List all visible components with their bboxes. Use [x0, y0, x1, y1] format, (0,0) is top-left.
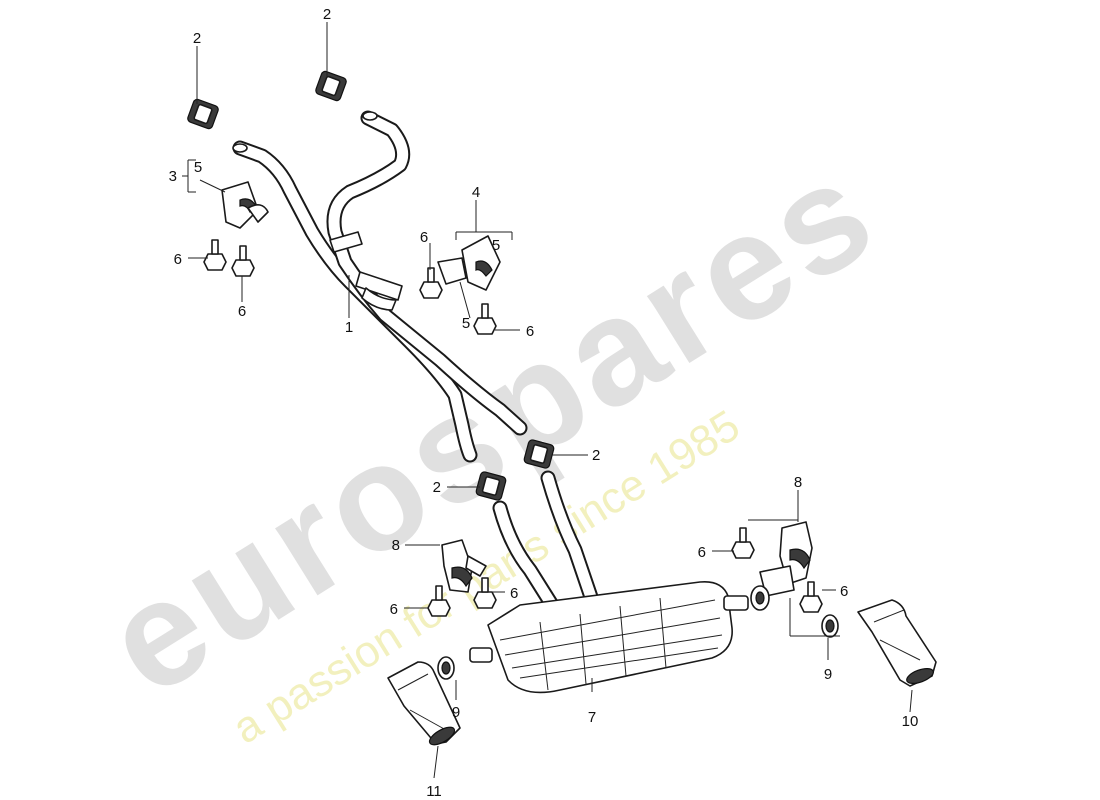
callout-6-left-a: 6	[174, 251, 182, 268]
callout-9-left: 9	[452, 704, 460, 721]
rear-muffler	[469, 580, 749, 694]
clamp-mid-right	[523, 439, 555, 469]
bolt-center-b	[473, 303, 497, 335]
callout-2-top-left: 2	[193, 30, 201, 47]
callout-3: 3	[169, 168, 177, 185]
callout-2-mid-right: 2	[592, 447, 600, 464]
callout-1: 1	[345, 319, 353, 336]
hanger-left-lower	[441, 539, 487, 593]
tailpipe-right	[857, 599, 937, 687]
tailpipe-clamp-right	[821, 614, 839, 638]
callout-2-mid-left: 2	[433, 479, 441, 496]
bolt-right-a	[731, 527, 755, 559]
callout-6-lower-left-b: 6	[510, 585, 518, 602]
clamp-top-left	[187, 98, 219, 130]
callout-7: 7	[588, 709, 596, 726]
callout-5-left: 5	[194, 159, 202, 176]
tailpipe-ring-right	[750, 585, 770, 611]
callout-labels: 2 2 2 2 3 5 6 6 1 4 5 6 5 6 7 8 6 6 6 8 …	[169, 6, 919, 800]
hanger-right	[759, 521, 813, 597]
bolt-left-b	[231, 245, 255, 277]
callout-6-center-b: 6	[526, 323, 534, 340]
hanger-left-top	[221, 181, 269, 229]
bolt-left-a	[203, 239, 227, 271]
clamp-top-right	[315, 70, 347, 102]
callout-6-right-b: 6	[840, 583, 848, 600]
callout-8-left: 8	[392, 537, 400, 554]
callout-2-top-right: 2	[323, 6, 331, 23]
callout-10: 10	[902, 713, 919, 730]
callout-6-center-a: 6	[420, 229, 428, 246]
callout-4: 4	[472, 184, 480, 201]
callout-8-right: 8	[794, 474, 802, 491]
leader-lines	[182, 22, 913, 779]
mid-pipes	[492, 470, 600, 613]
bracket-center	[437, 235, 501, 291]
front-pipe-assembly	[232, 110, 528, 463]
callout-6-lower-left-a: 6	[390, 601, 398, 618]
watermark-brand: eurospares	[78, 124, 904, 727]
clamp-mid-left	[475, 471, 507, 501]
callout-5-center-bottom: 5	[462, 315, 470, 332]
bolt-lower-left-a	[427, 585, 451, 617]
bolt-center-a	[419, 267, 443, 299]
callout-6-left-b: 6	[238, 303, 246, 320]
callout-5-center-top: 5	[492, 237, 500, 254]
bolt-right-b	[799, 581, 823, 613]
callout-9-right: 9	[824, 666, 832, 683]
callout-11: 11	[426, 783, 442, 800]
tailpipe-clamp-left	[437, 656, 455, 680]
tailpipe-left	[387, 661, 461, 746]
callout-6-right-a: 6	[698, 544, 706, 561]
